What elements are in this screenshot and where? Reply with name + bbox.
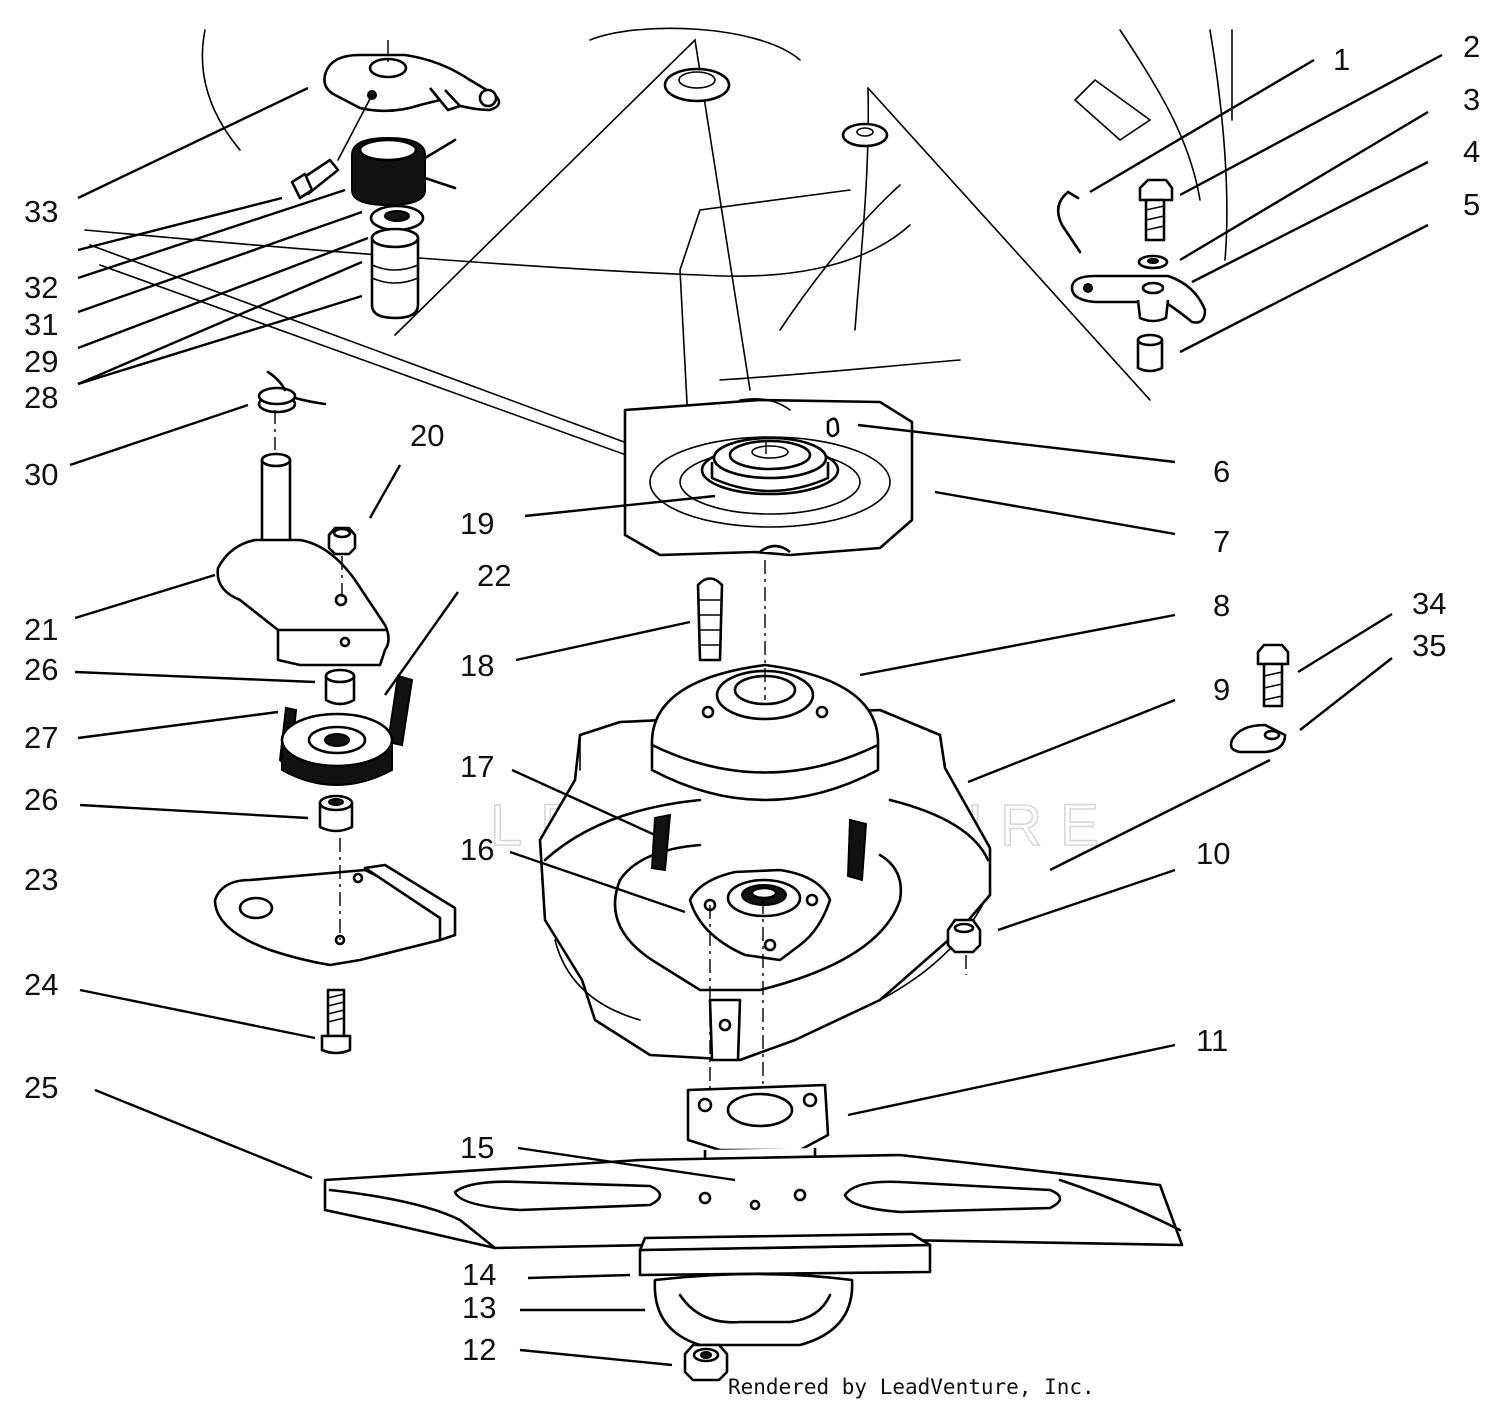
callout-19: 19 — [460, 506, 494, 541]
part-32-bolt — [290, 94, 373, 200]
part-28-bushing — [370, 227, 420, 320]
callout-1: 1 — [1333, 42, 1350, 77]
part-12-nut — [683, 1343, 729, 1382]
callout-17: 17 — [460, 749, 494, 784]
credit-text: Rendered by LeadVenture, Inc. — [728, 1375, 1095, 1399]
callout-29: 29 — [24, 344, 58, 379]
callout-5: 5 — [1463, 187, 1480, 222]
callout-16: 16 — [460, 832, 494, 867]
callout-22: 22 — [477, 558, 511, 593]
callout-7: 7 — [1213, 524, 1230, 559]
part-8-motor-cap — [650, 560, 880, 802]
callout-30: 30 — [24, 457, 58, 492]
mower-deck-outline — [84, 27, 1233, 471]
callout-4: 4 — [1463, 134, 1480, 169]
part-18-shaft-key — [696, 577, 724, 662]
leader-lines — [69, 53, 1443, 1367]
callout-25: 25 — [24, 1070, 58, 1105]
callout-32: 32 — [24, 270, 58, 305]
part-35-clip — [1229, 723, 1287, 754]
callout-31: 31 — [24, 307, 58, 342]
callout-3: 3 — [1463, 82, 1480, 117]
callout-24: 24 — [24, 967, 58, 1002]
part-31-torsion-spring — [351, 136, 457, 207]
callout-2: 2 — [1463, 29, 1480, 64]
callout-8: 8 — [1213, 588, 1230, 623]
callout-33: 33 — [24, 194, 58, 229]
part-30-spring-clip — [257, 370, 327, 450]
part-26-lower-spacer — [318, 794, 354, 833]
callout-14: 14 — [462, 1257, 496, 1292]
part-16-bearing-flange — [688, 868, 832, 1100]
part-19-drive-pulley — [649, 436, 891, 528]
callout-numbers: 1 2 3 4 5 6 7 8 9 10 11 12 13 14 15 16 1… — [24, 29, 1480, 1367]
part-11-blade-adapter — [686, 1083, 830, 1167]
part-23-mount-plate — [213, 838, 457, 967]
part-27-idler-pulley — [280, 712, 394, 786]
callout-12: 12 — [462, 1332, 496, 1367]
callout-23: 23 — [24, 862, 58, 897]
callout-10: 10 — [1196, 836, 1230, 871]
callout-20: 20 — [410, 418, 444, 453]
callout-26-lower: 26 — [24, 782, 58, 817]
callout-26-upper: 26 — [24, 652, 58, 687]
part-33-pivot-arm — [323, 40, 501, 113]
part-21-idler-arm — [216, 452, 390, 667]
callout-27: 27 — [24, 720, 58, 755]
callout-34: 34 — [1412, 586, 1446, 621]
callout-21: 21 — [24, 612, 58, 647]
part-1-hairpin-clip — [1056, 190, 1082, 254]
callout-11: 11 — [1196, 1023, 1228, 1058]
callout-28: 28 — [24, 380, 58, 415]
part-14-lower-bracket — [638, 1232, 932, 1277]
callout-35: 35 — [1412, 628, 1446, 663]
part-4-bracket — [1070, 274, 1207, 324]
callout-15: 15 — [460, 1130, 494, 1165]
part-24-bolt — [320, 988, 352, 1055]
part-2-bolt — [1138, 178, 1174, 242]
part-10-nut — [946, 918, 982, 975]
part-3-washer — [1137, 254, 1169, 270]
part-34-bolt — [1256, 643, 1290, 708]
callout-9: 9 — [1213, 672, 1230, 707]
part-29-washer — [369, 204, 425, 232]
part-13-blade-cup — [653, 1272, 854, 1347]
part-17-band — [650, 813, 868, 882]
part-26-upper-spacer — [324, 668, 356, 706]
callout-18: 18 — [460, 648, 494, 683]
part-25-blade — [323, 1153, 1184, 1250]
callout-13: 13 — [462, 1290, 496, 1325]
part-20-nut — [327, 526, 357, 600]
callout-6: 6 — [1213, 454, 1230, 489]
part-5-spacer — [1136, 333, 1164, 373]
